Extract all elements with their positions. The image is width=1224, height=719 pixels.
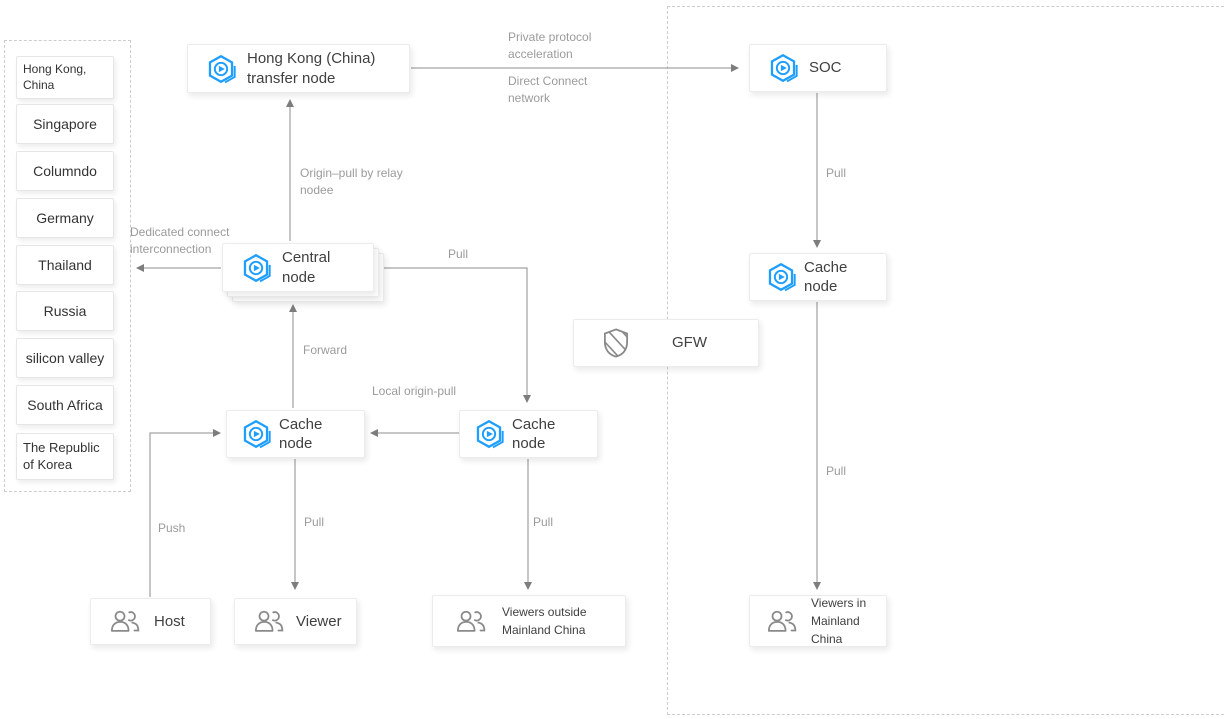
node-transfer: Hong Kong (China) transfer node xyxy=(187,44,410,93)
edge-label-dedicated-connect: Dedicated connect interconnection xyxy=(130,225,230,257)
node-viewer-label: Viewer xyxy=(296,612,342,630)
edge-label-direct-connect: Direct Connect network xyxy=(508,74,588,106)
users-icon xyxy=(253,609,284,634)
node-viewer: Viewer xyxy=(234,598,357,645)
users-icon xyxy=(109,609,140,634)
edge-label-pull-cache-viewers-cn: Pull xyxy=(826,464,847,478)
node-host-label: Host xyxy=(154,612,185,630)
edge-label-pull-soc-cache: Pull xyxy=(826,166,847,180)
users-icon xyxy=(766,609,797,634)
overseas-regions-boundary xyxy=(4,40,131,492)
shield-icon xyxy=(602,327,630,359)
region-item-russia: Russia xyxy=(16,291,114,331)
hexagon-node-icon xyxy=(241,419,271,449)
region-item-south-africa: South Africa xyxy=(16,385,114,425)
node-viewers-outside-label: Viewers outside Mainland China xyxy=(502,605,587,637)
node-cache-china: Cache node xyxy=(749,253,887,301)
edge-label-pull-cache-outside: Pull xyxy=(533,515,554,529)
region-item-columndo: Columndo xyxy=(16,151,114,191)
node-central: Central node xyxy=(222,243,374,292)
edge-label-private-protocol: Private protocol acceleration xyxy=(508,30,592,62)
region-item-germany: Germany xyxy=(16,198,114,238)
region-item-thailand: Thailand xyxy=(16,245,114,285)
node-cache-mid-right-label: Cache node xyxy=(512,415,556,453)
hexagon-node-icon xyxy=(474,419,504,449)
node-soc: SOC xyxy=(749,44,887,92)
edge-label-origin-pull-relay: Origin–pull by relay nodee xyxy=(300,166,403,198)
node-viewers-outside: Viewers outside Mainland China xyxy=(432,595,626,647)
node-soc-label: SOC xyxy=(809,59,842,77)
region-item-singapore: Singapore xyxy=(16,104,114,144)
node-cache-mid-left: Cache node xyxy=(226,410,365,458)
node-cache-mid-right: Cache node xyxy=(459,410,598,458)
edge-host-to-cache-left xyxy=(149,429,221,597)
hexagon-node-icon xyxy=(768,53,798,83)
node-gfw-label: GFW xyxy=(672,334,707,352)
edge-label-pull-central-cache: Pull xyxy=(448,247,469,261)
edge-label-push: Push xyxy=(158,521,186,535)
edge-central-to-cache-right xyxy=(384,267,531,403)
node-central-label: Central node xyxy=(282,249,331,286)
hexagon-node-icon xyxy=(206,54,236,84)
edge-label-local-origin-pull: Local origin-pull xyxy=(372,384,457,398)
node-cache-china-label: Cache node xyxy=(804,258,848,296)
hexagon-node-icon xyxy=(241,253,271,283)
node-transfer-label: Hong Kong (China) transfer node xyxy=(247,50,376,87)
region-item-hong-kong: Hong Kong, China xyxy=(16,56,114,99)
node-cache-mid-left-label: Cache node xyxy=(279,415,323,453)
node-viewers-inside-label: Viewers in Mainland China xyxy=(811,596,867,646)
node-viewers-inside: Viewers in Mainland China xyxy=(749,595,887,647)
region-item-korea: The Republic of Korea xyxy=(16,433,114,480)
edge-label-pull-cache-viewer: Pull xyxy=(304,515,325,529)
region-item-silicon-valley: silicon valley xyxy=(16,338,114,378)
edge-label-forward: Forward xyxy=(303,343,348,357)
node-host: Host xyxy=(90,598,211,645)
hexagon-node-icon xyxy=(766,262,796,292)
node-gfw: GFW xyxy=(573,319,759,367)
users-icon xyxy=(455,609,486,634)
